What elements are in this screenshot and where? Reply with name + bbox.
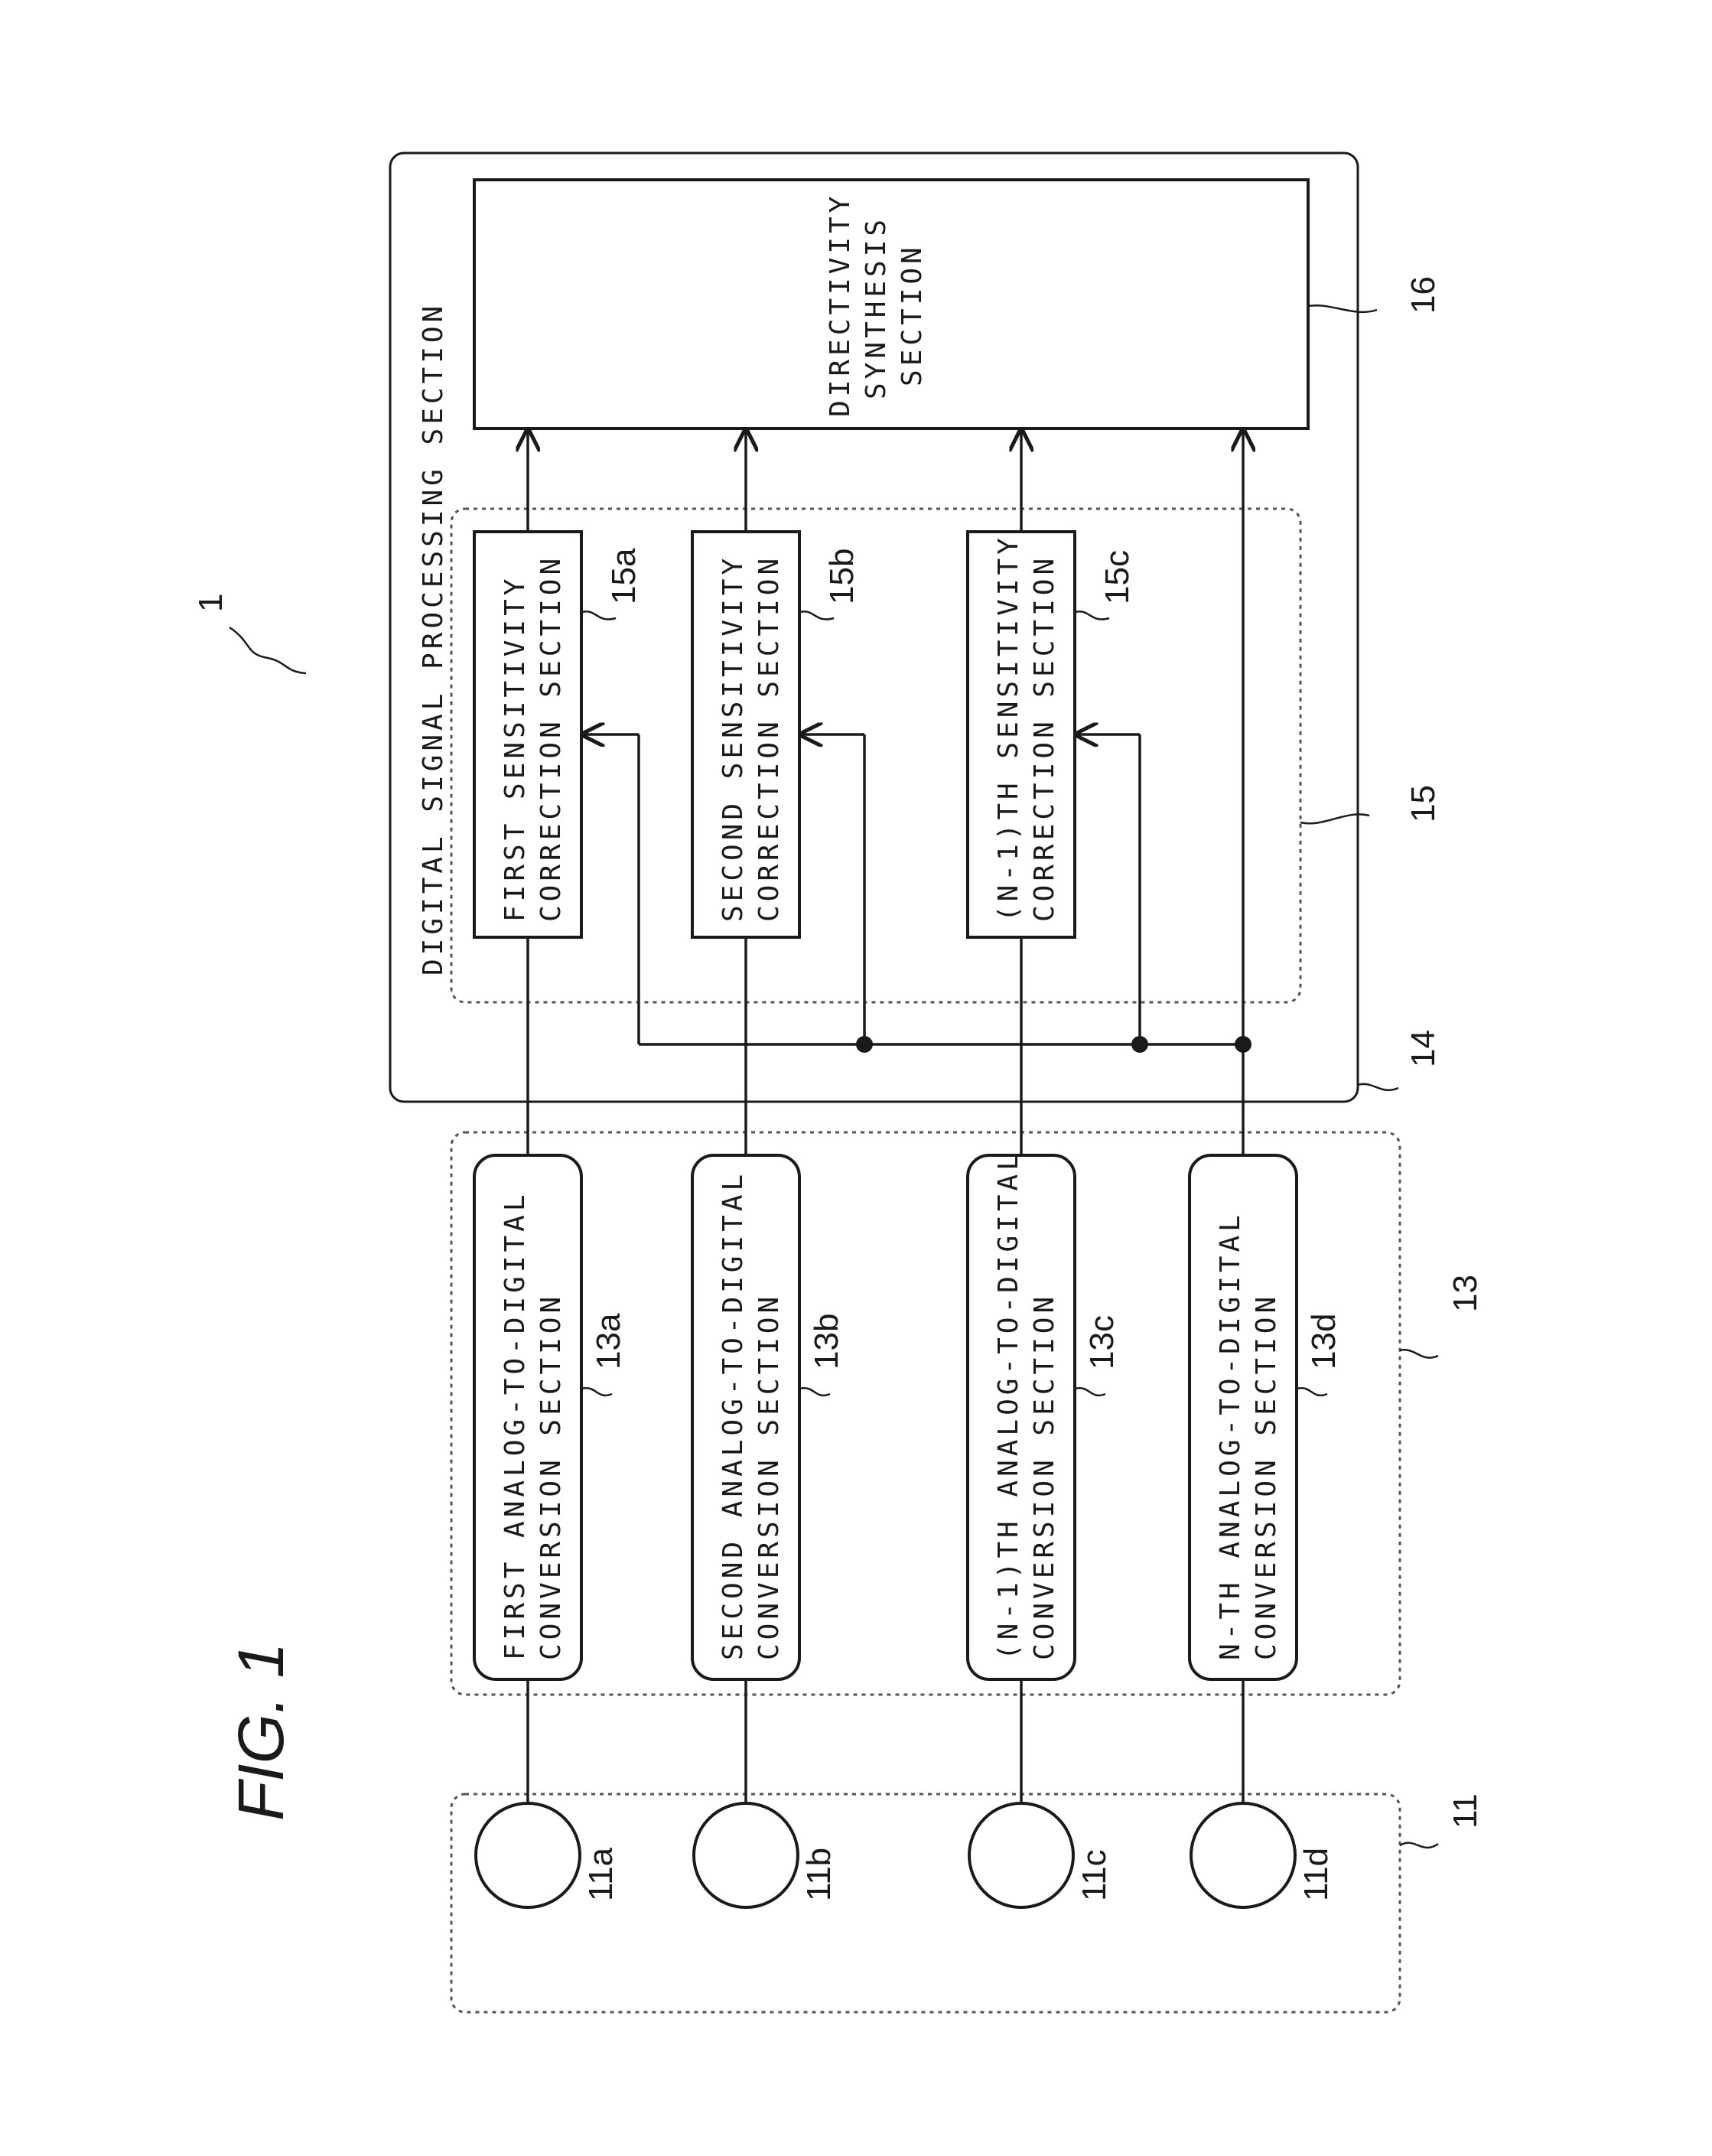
ad-converter-leader xyxy=(1075,1388,1105,1396)
ad-converter-line1: (N-1)TH ANALOG-TO-DIGITAL xyxy=(993,1150,1024,1660)
ad-converter-line2: CONVERSION SECTION xyxy=(1251,1293,1282,1660)
ad-converter-leader xyxy=(581,1388,612,1396)
dsp-section-label: DIGITAL SIGNAL PROCESSING SECTION xyxy=(418,302,449,975)
junction-dot xyxy=(1131,1036,1148,1053)
ad-converter-line2: CONVERSION SECTION xyxy=(1029,1293,1060,1660)
figure-title: FIG. 1 xyxy=(225,1643,297,1821)
microphone-group-leader xyxy=(1400,1843,1438,1848)
microphone-11a: 11a xyxy=(476,1803,620,1907)
junction-dot xyxy=(856,1036,873,1053)
ad-converter-line1: FIRST ANALOG-TO-DIGITAL xyxy=(500,1191,531,1661)
microphone-circle xyxy=(694,1803,798,1907)
sensitivity-leader xyxy=(581,611,616,619)
ad-converter-line2: CONVERSION SECTION xyxy=(753,1293,785,1660)
dsp-section-leader xyxy=(1358,1084,1398,1090)
directivity-line1: DIRECTIVITY xyxy=(825,193,856,417)
sensitivity-leader xyxy=(1075,611,1109,619)
ad-converter-line1: N-TH ANALOG-TO-DIGITAL xyxy=(1215,1211,1246,1660)
device-ref-leader xyxy=(229,627,306,673)
sensitivity-leader xyxy=(799,611,834,619)
junction-dot xyxy=(1235,1036,1251,1053)
dsp-section-ref: 14 xyxy=(1404,1030,1442,1067)
ad-converter-13d: N-TH ANALOG-TO-DIGITAL CONVERSION SECTIO… xyxy=(1190,1155,1343,1679)
ad-converter-ref: 13c xyxy=(1083,1315,1121,1369)
sensitivity-line2: CORRECTION SECTION xyxy=(535,555,567,922)
sensitivity-line1: SECOND SENSITIVITY xyxy=(718,555,749,922)
ad-converter-leader xyxy=(1297,1388,1327,1396)
directivity-ref: 16 xyxy=(1404,276,1442,314)
sensitivity-ref: 15b xyxy=(823,549,861,604)
sensitivity-line1: (N-1)TH SENSITIVITY xyxy=(993,534,1024,922)
microphone-circle xyxy=(1191,1803,1295,1907)
ad-converter-line1: SECOND ANALOG-TO-DIGITAL xyxy=(718,1171,749,1660)
microphone-ref: 11d xyxy=(1297,1848,1335,1901)
sensitivity-line1: FIRST SENSITIVITY xyxy=(500,575,531,922)
directivity-leader xyxy=(1308,305,1377,312)
reference-bus xyxy=(583,734,1251,1053)
ad-converter-ref: 13d xyxy=(1305,1314,1343,1369)
microphone-group-ref: 11 xyxy=(1447,1793,1484,1829)
ad-converter-line2: CONVERSION SECTION xyxy=(535,1293,567,1660)
sensitivity-line2: CORRECTION SECTION xyxy=(753,555,785,922)
microphone-11c: 11c xyxy=(969,1803,1113,1907)
directivity-line2: SYNTHESIS xyxy=(861,216,892,399)
mic-to-adc-wires xyxy=(528,1679,1243,1803)
microphone-ref: 11b xyxy=(800,1848,838,1901)
device-ref: 1 xyxy=(192,594,229,612)
ad-converter-group-ref: 13 xyxy=(1447,1275,1484,1312)
sensitivity-group-ref: 15 xyxy=(1404,785,1442,822)
sensitivity-ref: 15c xyxy=(1098,550,1136,604)
ad-converter-13c: (N-1)TH ANALOG-TO-DIGITAL CONVERSION SEC… xyxy=(968,1150,1121,1679)
microphone-circle xyxy=(476,1803,580,1907)
microphone-ref: 11c xyxy=(1076,1849,1113,1901)
microphone-circle xyxy=(969,1803,1073,1907)
ad-converter-13b: SECOND ANALOG-TO-DIGITAL CONVERSION SECT… xyxy=(692,1155,845,1679)
sensitivity-ref: 15a xyxy=(605,548,643,604)
ad-converter-13a: FIRST ANALOG-TO-DIGITAL CONVERSION SECTI… xyxy=(474,1155,627,1679)
sensitivity-line2: CORRECTION SECTION xyxy=(1029,555,1060,922)
ad-converter-ref: 13a xyxy=(590,1313,627,1369)
ad-converter-leader xyxy=(799,1388,830,1396)
microphone-11d: 11d xyxy=(1191,1803,1335,1907)
ad-converter-group-leader xyxy=(1400,1350,1438,1357)
ad-converter-ref: 13b xyxy=(808,1314,845,1369)
directivity-line3: SECTION xyxy=(897,243,928,386)
microphone-ref: 11a xyxy=(582,1847,620,1901)
microphone-11b: 11b xyxy=(694,1803,838,1907)
